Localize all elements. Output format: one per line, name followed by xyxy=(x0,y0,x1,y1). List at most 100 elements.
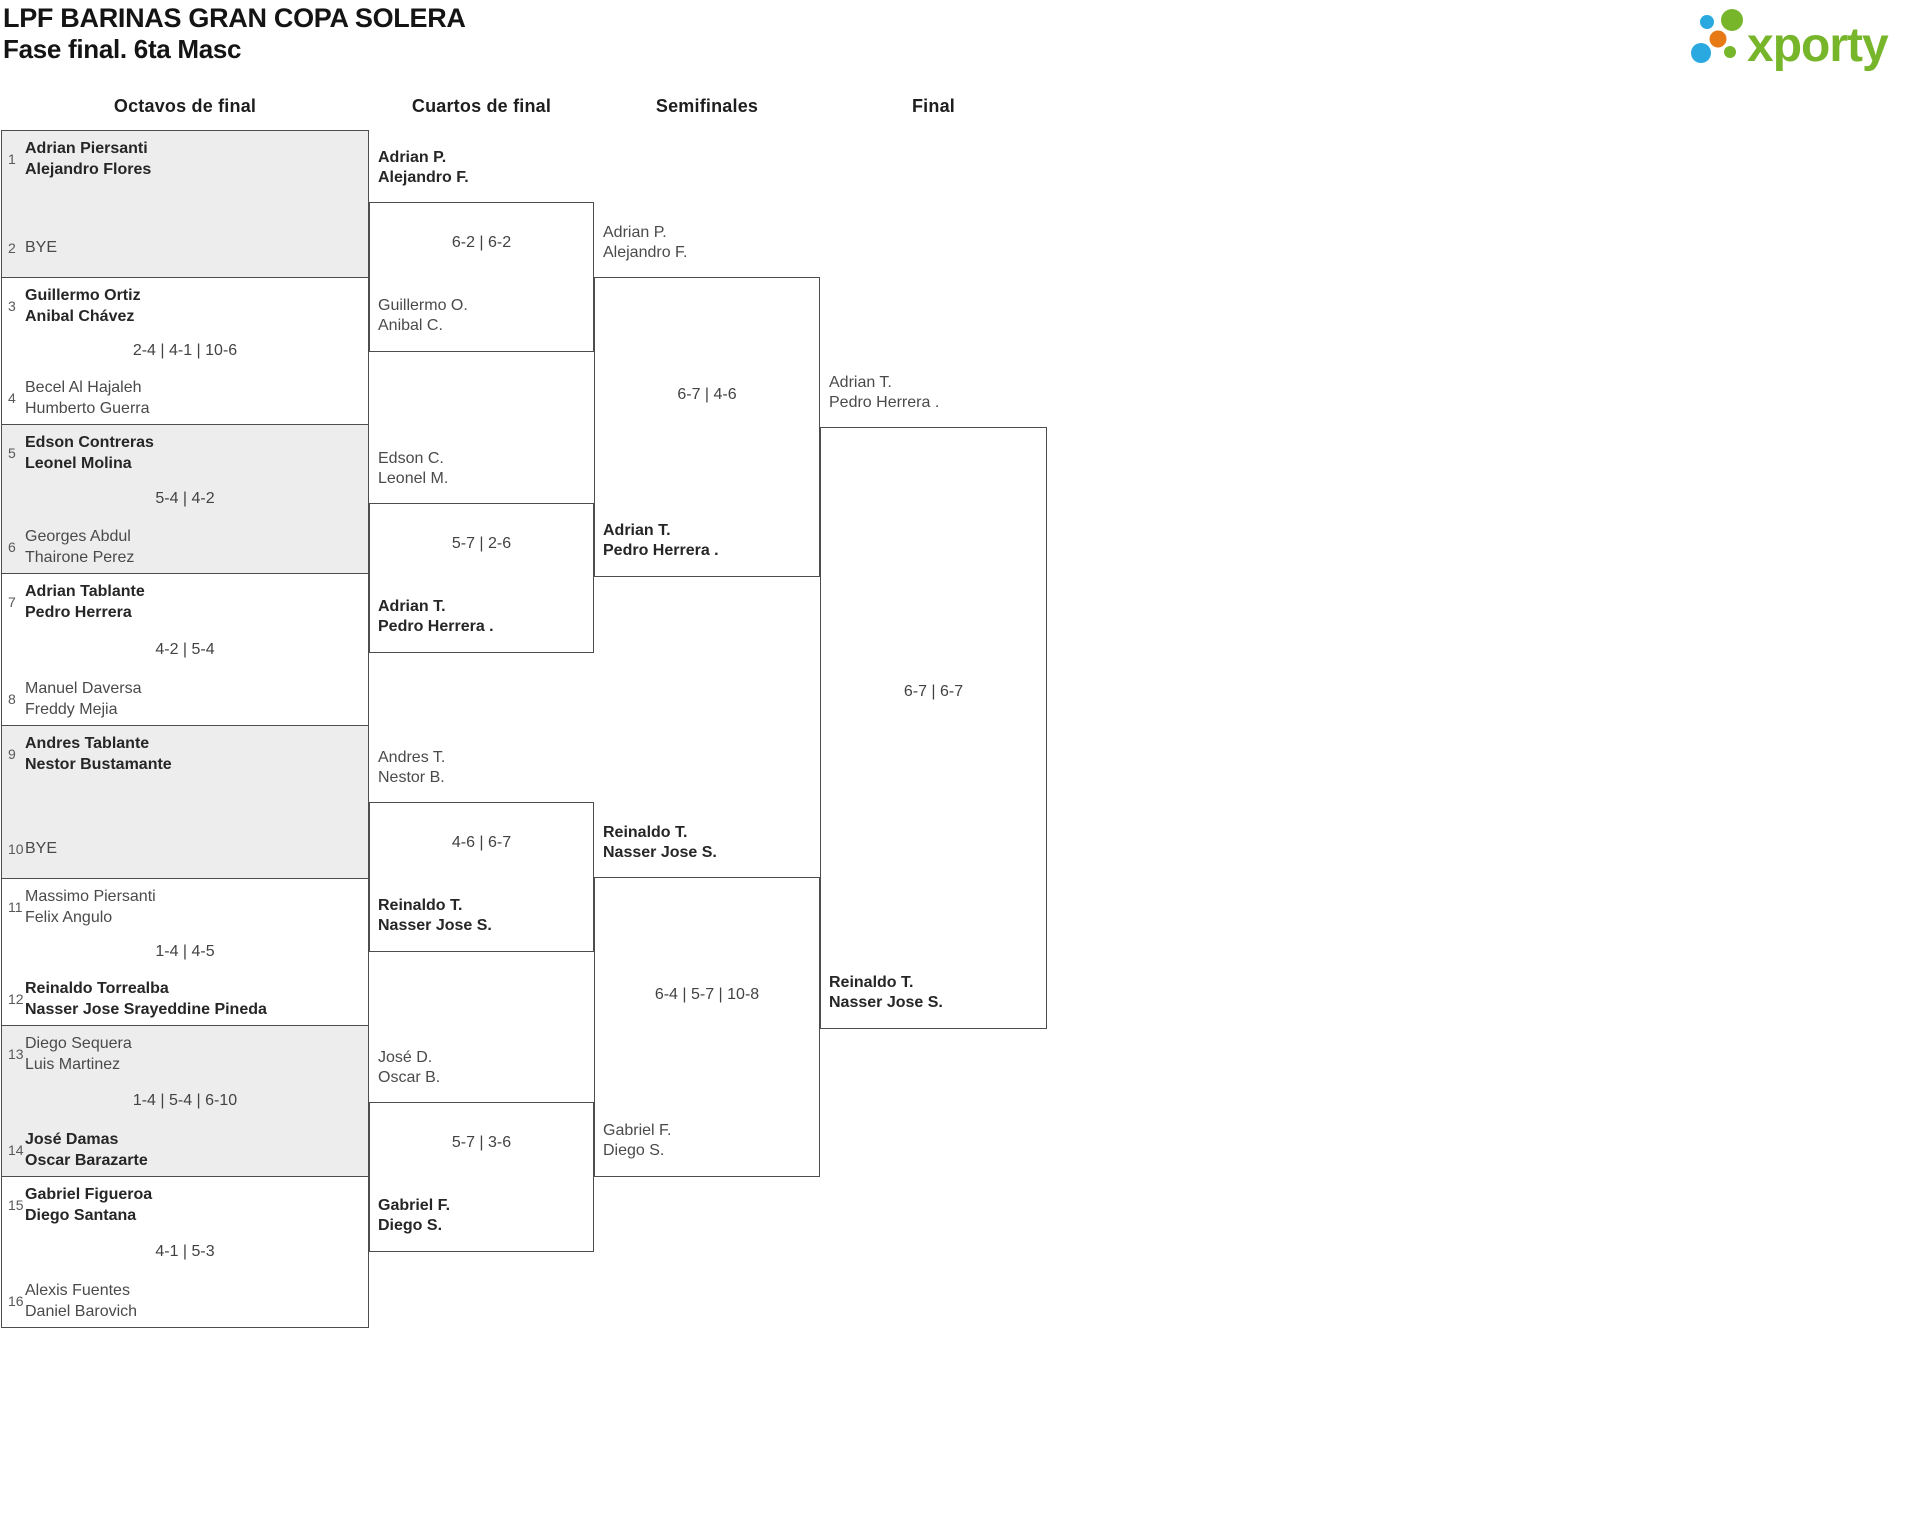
match-score: 1-4 | 5-4 | 6-10 xyxy=(132,1092,238,1109)
team-slot: 6 Georges Abdul Thairone Perez xyxy=(2,526,364,568)
team-label: Gabriel F. Diego S. xyxy=(603,1121,671,1161)
team-label: Reinaldo T. Nasser Jose S. xyxy=(378,896,492,936)
page-header: LPF BARINAS GRAN COPA SOLERA Fase final.… xyxy=(3,3,466,65)
logo-dot-blue-big xyxy=(1691,43,1711,63)
match-box-cuartos-1: Adrian P. Alejandro F. 6-2 | 6-2 Guiller… xyxy=(369,149,594,352)
team-label: Adrian P. Alejandro F. xyxy=(603,223,688,263)
player-name: Adrian T. xyxy=(603,522,671,539)
seed-number: 3 xyxy=(8,298,16,314)
seed-number: 12 xyxy=(8,991,24,1007)
seed-number: 10 xyxy=(8,840,24,857)
round-header-final: Final xyxy=(911,96,955,116)
player-name: Adrian P. xyxy=(378,149,447,166)
player-name: Becel Al Hajaleh xyxy=(25,379,142,396)
player-name: Nestor Bustamante xyxy=(25,756,172,773)
match-box-octavos-1: 1 Adrian Piersanti Alejandro Flores 2 BY… xyxy=(1,130,369,278)
match-box-octavos-2: 3 Guillermo Ortiz Anibal Chávez 2-4 | 4-… xyxy=(1,277,369,425)
match-score: 4-2 | 5-4 xyxy=(155,640,215,658)
match-box-octavos-8: 15 Gabriel Figueroa Diego Santana 4-1 | … xyxy=(1,1176,369,1328)
team-names: Alexis Fuentes Daniel Barovich xyxy=(25,1280,137,1322)
logo-dot-orange xyxy=(1709,30,1727,48)
player-name: Pedro Herrera . xyxy=(829,394,940,411)
player-name: Thairone Perez xyxy=(25,549,135,566)
logo-dot-green-small xyxy=(1724,46,1736,58)
player-name: Alejandro F. xyxy=(378,169,469,186)
team-slot: 12 Reinaldo Torrealba Nasser Jose Srayed… xyxy=(2,978,364,1020)
team-label: Adrian T. Pedro Herrera . xyxy=(829,373,939,413)
player-name: Diego S. xyxy=(603,1142,665,1159)
match-box-final: Adrian T. Pedro Herrera . 6-7 | 6-7 Rein… xyxy=(820,374,1047,1029)
match-box-octavos-6: 11 Massimo Piersanti Felix Angulo 1-4 | … xyxy=(1,878,369,1026)
match-score: 6-7 | 6-7 xyxy=(903,683,964,700)
team-names: Massimo Piersanti Felix Angulo xyxy=(25,886,156,928)
team-names: Manuel Daversa Freddy Mejia xyxy=(25,678,142,720)
team-slot: 10 BYE xyxy=(2,838,364,859)
team-label: Andres T. Nestor B. xyxy=(378,748,445,788)
seed-number: 15 xyxy=(8,1197,24,1213)
player-name: Freddy Mejia xyxy=(25,701,118,718)
player-name: Pedro Herrera . xyxy=(378,618,494,635)
team-slot: 14 José Damas Oscar Barazarte xyxy=(2,1129,364,1171)
player-name: Diego S. xyxy=(378,1217,443,1234)
team-slot: 7 Adrian Tablante Pedro Herrera xyxy=(2,581,364,623)
player-name: BYE xyxy=(25,840,58,857)
player-name: José D. xyxy=(378,1049,433,1066)
match-box-cuartos-3: Andres T. Nestor B. 4-6 | 6-7 Reinaldo T… xyxy=(369,749,594,952)
team-slot: 16 Alexis Fuentes Daniel Barovich xyxy=(2,1280,364,1322)
match-box-semifinal-1: Adrian P. Alejandro F. 6-7 | 4-6 Adrian … xyxy=(594,224,820,577)
team-names: BYE xyxy=(25,838,57,859)
team-slot: 1 Adrian Piersanti Alejandro Flores xyxy=(2,138,364,180)
player-name: Reinaldo T. xyxy=(603,824,688,841)
player-name: Georges Abdul xyxy=(25,528,131,545)
player-name: Leonel M. xyxy=(378,470,449,487)
team-label: Reinaldo T. Nasser Jose S. xyxy=(829,973,943,1013)
team-label: Gabriel F. Diego S. xyxy=(378,1196,450,1236)
player-name: Oscar Barazarte xyxy=(25,1152,148,1169)
match-score: 4-6 | 6-7 xyxy=(451,834,512,851)
match-box-octavos-3: 5 Edson Contreras Leonel Molina 5-4 | 4-… xyxy=(1,424,369,574)
seed-number: 5 xyxy=(8,445,16,461)
team-names: Georges Abdul Thairone Perez xyxy=(25,526,134,568)
player-name: Felix Angulo xyxy=(25,909,113,926)
player-name: Alexis Fuentes xyxy=(25,1282,130,1299)
player-name: Alejandro F. xyxy=(603,244,688,261)
player-name: Adrian P. xyxy=(603,224,667,241)
team-slot: 13 Diego Sequera Luis Martinez xyxy=(2,1033,364,1075)
player-name: Oscar B. xyxy=(378,1069,441,1086)
player-name: Gabriel F. xyxy=(378,1197,451,1214)
page-subtitle: Fase final. 6ta Masc xyxy=(3,34,242,64)
seed-number: 13 xyxy=(8,1046,24,1062)
match-score: 6-4 | 5-7 | 10-8 xyxy=(654,986,760,1003)
player-name: Nasser Jose S. xyxy=(378,917,492,934)
player-name: Guillermo O. xyxy=(378,297,468,314)
seed-number: 9 xyxy=(8,746,16,762)
match-score: 2-4 | 4-1 | 10-6 xyxy=(132,342,238,359)
team-slot: 8 Manuel Daversa Freddy Mejia xyxy=(2,678,364,720)
match-score: 6-2 | 6-2 xyxy=(451,234,512,251)
team-slot: 11 Massimo Piersanti Felix Angulo xyxy=(2,886,364,928)
match-score: 5-7 | 3-6 xyxy=(451,1134,512,1151)
player-name: Luis Martinez xyxy=(25,1056,121,1073)
player-name: Pedro Herrera xyxy=(25,604,132,621)
player-name: Andres T. xyxy=(378,749,446,766)
match-box-octavos-4: 7 Adrian Tablante Pedro Herrera 4-2 | 5-… xyxy=(1,573,369,726)
team-names: Edson Contreras Leonel Molina xyxy=(25,432,154,474)
seed-number: 14 xyxy=(8,1142,24,1158)
logo-dot-blue-small xyxy=(1700,15,1714,29)
player-name: Humberto Guerra xyxy=(25,400,150,417)
match-score: 5-7 | 2-6 xyxy=(451,535,512,552)
team-slot: 15 Gabriel Figueroa Diego Santana xyxy=(2,1184,364,1226)
team-slot: 5 Edson Contreras Leonel Molina xyxy=(2,432,364,474)
player-name: Reinaldo T. xyxy=(378,897,463,914)
xporty-logo: xporty xyxy=(1691,9,1890,72)
team-label: Reinaldo T. Nasser Jose S. xyxy=(603,823,717,863)
player-name: Adrian Piersanti xyxy=(25,140,148,157)
team-names: Reinaldo Torrealba Nasser Jose Srayeddin… xyxy=(25,978,267,1020)
player-name: Reinaldo T. xyxy=(829,974,914,991)
team-names: Guillermo Ortiz Anibal Chávez xyxy=(25,285,141,327)
seed-number: 16 xyxy=(8,1293,24,1309)
logo-text: xporty xyxy=(1747,19,1889,72)
player-name: Anibal Chávez xyxy=(25,308,135,325)
round-header-cuartos: Cuartos de final xyxy=(411,96,552,116)
player-name: Adrian T. xyxy=(378,598,446,615)
